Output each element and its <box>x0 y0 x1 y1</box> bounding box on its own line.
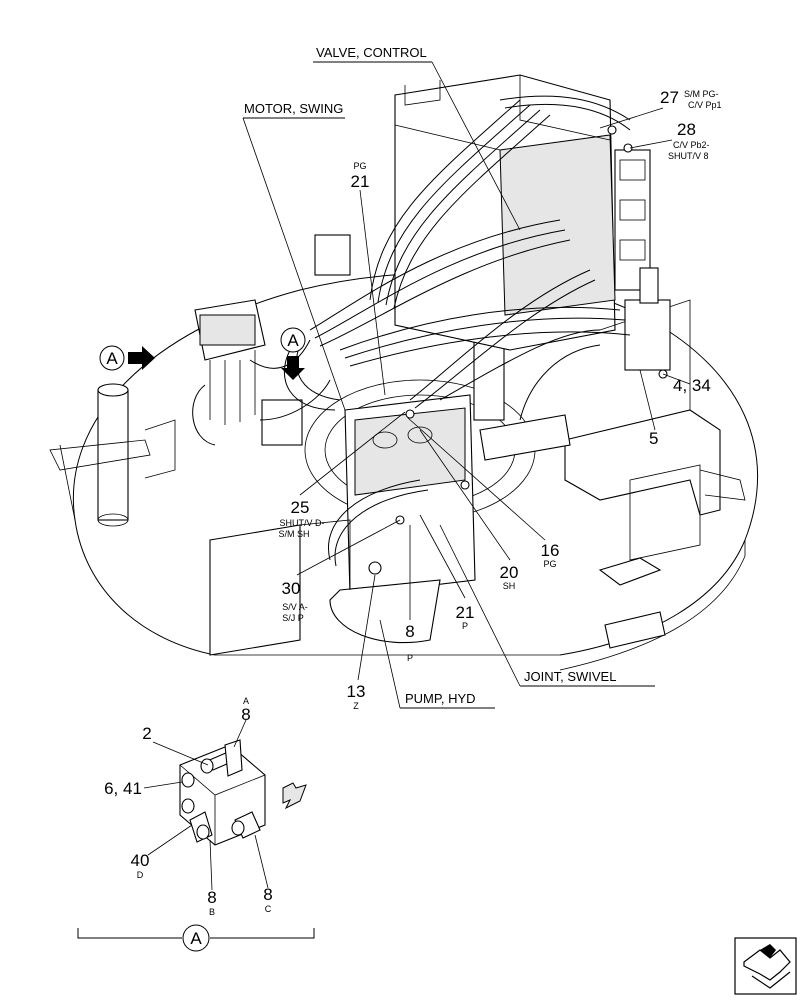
callout-21-p-sub: P <box>462 621 468 631</box>
detail-8b-sub: B <box>209 907 215 917</box>
callout-16-number: 16 <box>541 541 560 560</box>
callout-21-p-number: 21 <box>456 603 475 622</box>
callout-25-sub1: SHUT/V D- <box>280 518 325 528</box>
next-page-icon[interactable] <box>734 937 797 995</box>
detail-8a-number: 8 <box>241 705 250 724</box>
callout-4-34: 4, 34 <box>673 376 711 395</box>
detail-8a-sub: A <box>243 696 249 706</box>
callout-30-number: 30 <box>282 579 301 598</box>
callout-27-sub2: C/V Pp1 <box>688 100 722 110</box>
callout-16-sub: PG <box>543 559 556 569</box>
detail-8b-number: 8 <box>207 888 216 907</box>
label-pump-hyd: PUMP, HYD <box>405 691 476 706</box>
view-marker-a-left-label: A <box>106 349 118 368</box>
callout-28-number: 28 <box>677 120 696 139</box>
detail-40-sub: D <box>137 870 144 880</box>
callout-28-sub2: SHUT/V 8 <box>668 151 709 161</box>
callout-20: 20 SH <box>500 563 519 591</box>
leader-lines <box>242 61 691 709</box>
callout-5-number: 5 <box>649 429 658 448</box>
callout-13: 13 Z <box>347 682 366 711</box>
callout-25-sub2: S/M SH <box>278 529 309 539</box>
callout-27-sub1: S/M PG- <box>684 89 719 99</box>
detail-view-a: A 8 2 6, 41 40 D 8 B 8 C A <box>77 696 315 952</box>
detail-6-41-number: 6, 41 <box>104 779 142 798</box>
callout-5: 5 <box>649 429 658 448</box>
arrow-down-icon <box>281 356 305 380</box>
callout-20-sub: SH <box>503 581 516 591</box>
detail-8c-number: 8 <box>263 885 272 904</box>
detail-8c-sub: C <box>265 904 272 914</box>
detail-40-number: 40 <box>131 851 150 870</box>
view-marker-a-top-label: A <box>287 331 299 350</box>
arrow-right-icon <box>128 346 155 370</box>
label-joint-swivel: JOINT, SWIVEL <box>524 669 616 684</box>
label-motor-swing: MOTOR, SWING <box>244 101 343 116</box>
callout-25: 25 SHUT/V D- S/M SH <box>278 498 324 539</box>
callout-30-sub2: S/J P <box>282 613 304 623</box>
callout-4-34-number: 4, 34 <box>673 376 711 395</box>
callout-8-p-sub: P <box>407 653 413 663</box>
callout-27: 27 S/M PG- C/V Pp1 <box>660 88 722 110</box>
view-marker-a-left: A <box>99 345 155 371</box>
label-valve-control: VALVE, CONTROL <box>316 45 427 60</box>
callout-13-sub: Z <box>353 701 359 711</box>
direction-arrow-icon <box>282 782 307 810</box>
callout-21-top-number: 21 <box>351 172 370 191</box>
detail-marker-label: A <box>190 929 202 948</box>
callout-25-number: 25 <box>291 498 310 517</box>
callout-27-number: 27 <box>660 88 679 107</box>
callout-30: 30 S/V A- S/J P <box>282 579 308 623</box>
callout-20-number: 20 <box>500 563 519 582</box>
callout-28-sub1: C/V Pb2- <box>673 140 710 150</box>
callout-16: 16 PG <box>541 541 560 569</box>
view-marker-a-top: A <box>280 327 306 380</box>
callout-13-number: 13 <box>347 682 366 701</box>
callout-30-sub1: S/V A- <box>282 602 308 612</box>
callout-21-top-sub: PG <box>353 161 366 171</box>
callout-8-p: 8 P <box>405 622 414 663</box>
callout-21-p: 21 P <box>456 603 475 631</box>
callout-8-p-number: 8 <box>405 622 414 641</box>
detail-2-number: 2 <box>142 724 151 743</box>
machine-illustration <box>49 74 759 671</box>
callout-21-top: PG 21 <box>351 161 370 191</box>
callout-28: 28 C/V Pb2- SHUT/V 8 <box>668 120 710 161</box>
name-labels: VALVE, CONTROL MOTOR, SWING PUMP, HYD JO… <box>244 45 616 706</box>
